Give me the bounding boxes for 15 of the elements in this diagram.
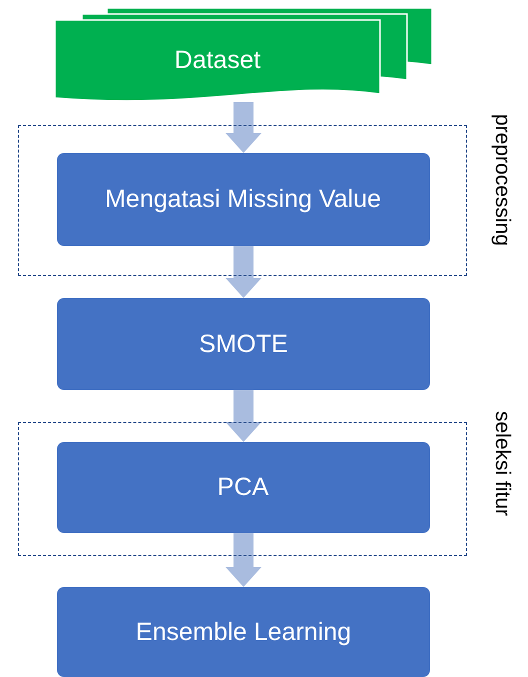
node-label: Dataset (173, 46, 262, 75)
group-label: seleksi fitur (490, 411, 514, 516)
block-arrow (226, 246, 262, 298)
node-label: Ensemble Learning (136, 618, 352, 646)
block-arrow (226, 533, 262, 587)
node-label: PCA (217, 472, 269, 502)
group-label: preprocessing (490, 114, 514, 246)
block-arrow (226, 390, 262, 442)
node-label: Mengatasi Missing Value (104, 184, 382, 214)
node-label: SMOTE (199, 330, 288, 358)
block-arrow (226, 102, 262, 153)
process-box (56, 442, 430, 532)
process-box (57, 587, 430, 677)
process-box (56, 152, 430, 246)
process-box (57, 298, 430, 390)
